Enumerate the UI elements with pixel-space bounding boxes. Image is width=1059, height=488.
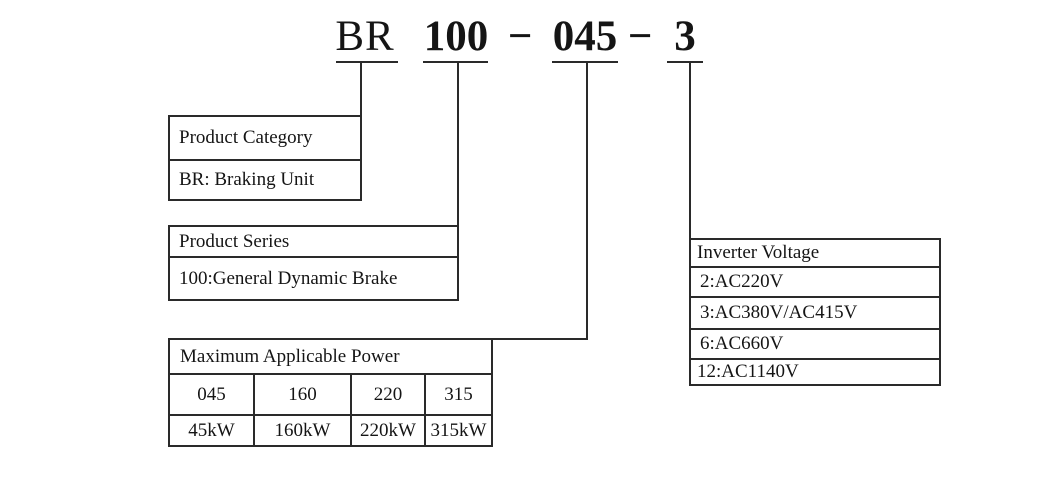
product-category-value: BR: Braking Unit — [170, 159, 360, 199]
product-series-box: Product Series 100:General Dynamic Brake — [168, 225, 459, 301]
inverter-voltage-option: 6:AC660V — [691, 328, 939, 358]
product-category-box: Product Category BR: Braking Unit — [168, 115, 362, 201]
model-code-voltage: 3 — [674, 13, 696, 60]
max-power-header: Maximum Applicable Power — [180, 345, 400, 367]
model-code-series: 100 — [423, 13, 489, 60]
model-code-dash-1: − — [507, 13, 533, 60]
leader-series — [457, 61, 459, 225]
max-power-table: Maximum Applicable Power 045 160 220 315… — [168, 338, 493, 447]
model-code-dash-2: − — [627, 13, 653, 60]
max-power-value-cell: 315kW — [424, 416, 491, 445]
max-power-code-cell: 160 — [253, 375, 350, 414]
max-power-code-cell: 045 — [197, 383, 226, 405]
leader-voltage — [689, 61, 691, 238]
max-power-code-row: 045 160 220 315 — [170, 373, 491, 414]
max-power-code-cell: 315 — [424, 375, 491, 414]
leader-prefix — [360, 61, 362, 115]
inverter-voltage-header: Inverter Voltage — [697, 242, 820, 263]
product-category-header: Product Category — [179, 127, 313, 148]
underline-prefix — [336, 61, 398, 63]
max-power-code-cell: 220 — [350, 375, 424, 414]
underline-voltage — [667, 61, 703, 63]
product-series-header: Product Series — [179, 230, 290, 252]
model-code-prefix: BR — [335, 13, 395, 60]
leader-power-vertical — [586, 61, 588, 340]
inverter-voltage-box: Inverter Voltage 2:AC220V 3:AC380V/AC415… — [689, 238, 941, 386]
inverter-voltage-option: 2:AC220V — [691, 266, 939, 296]
max-power-value-row: 45kW 160kW 220kW 315kW — [170, 414, 491, 445]
product-series-value: 100:General Dynamic Brake — [170, 256, 457, 299]
underline-power — [552, 61, 618, 63]
inverter-voltage-option: 3:AC380V/AC415V — [691, 296, 939, 328]
max-power-value-cell: 160kW — [253, 416, 350, 445]
max-power-value-cell: 45kW — [188, 419, 235, 441]
underline-series — [423, 61, 488, 63]
inverter-voltage-option: 12:AC1140V — [691, 358, 939, 384]
leader-power-horizontal — [491, 338, 588, 340]
max-power-value-cell: 220kW — [350, 416, 424, 445]
model-code-power: 045 — [552, 13, 618, 60]
